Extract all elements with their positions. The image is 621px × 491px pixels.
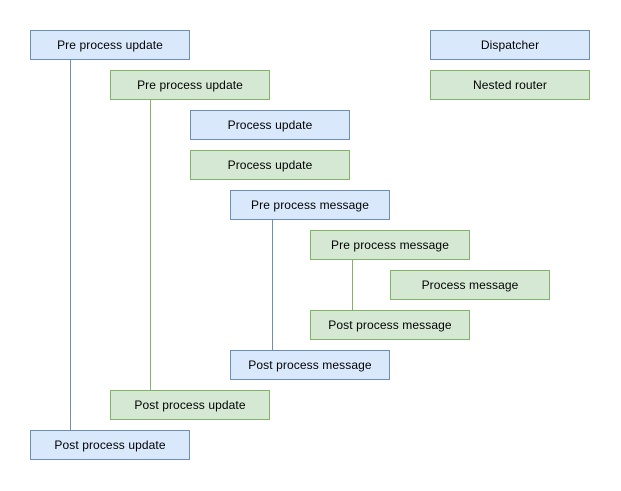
process-node[interactable]: Process message <box>390 270 550 300</box>
process-node-label: Post process message <box>248 358 372 372</box>
legend-node[interactable]: Nested router <box>430 70 590 100</box>
process-node[interactable]: Pre process message <box>230 190 390 220</box>
process-node-label: Post process update <box>134 398 246 412</box>
process-node-label: Post process message <box>328 318 452 332</box>
process-node-label: Pre process message <box>251 198 369 212</box>
connector-line-nested-router <box>352 260 353 310</box>
process-node[interactable]: Process update <box>190 150 350 180</box>
process-node-label: Process update <box>227 158 313 172</box>
connector-line-nested-router <box>150 100 151 390</box>
process-node-label: Pre process message <box>331 238 449 252</box>
process-node[interactable]: Post process update <box>30 430 190 460</box>
legend-node[interactable]: Dispatcher <box>430 30 590 60</box>
process-node-label: Process message <box>421 278 519 292</box>
connector-line-dispatcher <box>70 60 71 430</box>
process-node[interactable]: Pre process update <box>30 30 190 60</box>
process-node-label: Pre process update <box>137 78 243 92</box>
process-node[interactable]: Post process update <box>110 390 270 420</box>
process-node-label: Process update <box>227 118 313 132</box>
legend-node-label: Dispatcher <box>480 38 540 52</box>
process-node[interactable]: Pre process message <box>310 230 470 260</box>
process-node[interactable]: Post process message <box>310 310 470 340</box>
connector-line-dispatcher <box>272 220 273 350</box>
process-node[interactable]: Pre process update <box>110 70 270 100</box>
process-node[interactable]: Process update <box>190 110 350 140</box>
legend-node-label: Nested router <box>472 78 547 92</box>
process-node[interactable]: Post process message <box>230 350 390 380</box>
process-node-label: Post process update <box>54 438 166 452</box>
process-node-label: Pre process update <box>57 38 163 52</box>
